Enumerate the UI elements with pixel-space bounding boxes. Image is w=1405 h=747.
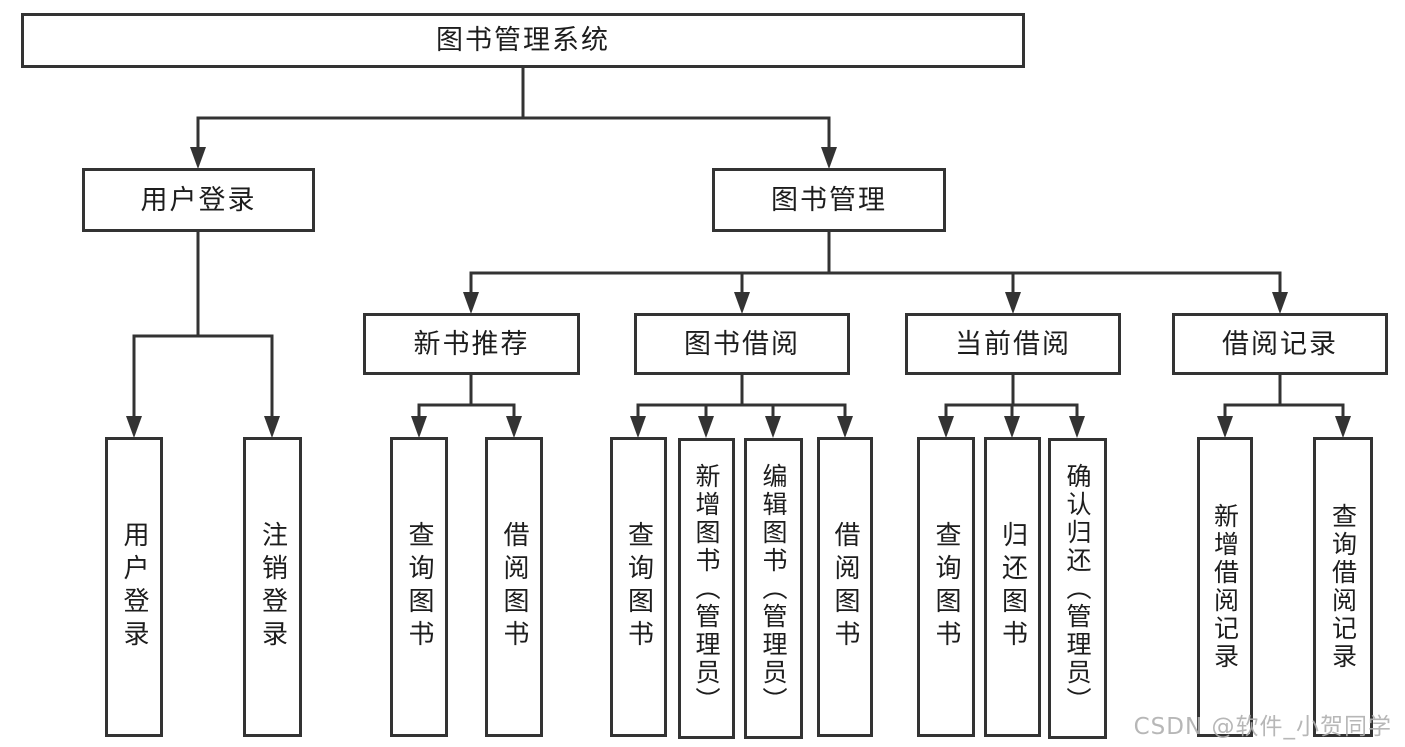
node-current-borrow: 当前借阅 xyxy=(905,313,1121,375)
node-new-book-recommend: 新书推荐 xyxy=(363,313,580,375)
node-borrow-records: 借阅记录 xyxy=(1172,313,1388,375)
watermark: CSDN @软件_小贺同学 xyxy=(1133,714,1392,740)
node-leaf-add-book-admin: 新增图书（管理员） xyxy=(678,438,735,739)
node-root: 图书管理系统 xyxy=(21,13,1025,68)
node-leaf-return-book: 归还图书 xyxy=(984,437,1041,737)
node-leaf-borrow-books-1: 借阅图书 xyxy=(485,437,543,737)
node-user-login: 用户登录 xyxy=(82,168,315,232)
node-leaf-confirm-return-admin: 确认归还（管理员） xyxy=(1048,438,1107,739)
node-leaf-edit-book-admin: 编辑图书（管理员） xyxy=(744,438,803,739)
node-leaf-query-borrow-record: 查询借阅记录 xyxy=(1313,437,1373,737)
node-book-borrow: 图书借阅 xyxy=(634,313,850,375)
node-leaf-query-books-3: 查询图书 xyxy=(917,437,975,737)
node-leaf-borrow-books-2: 借阅图书 xyxy=(817,437,873,737)
node-leaf-logout: 注销登录 xyxy=(243,437,302,737)
node-leaf-user-login: 用户登录 xyxy=(105,437,163,737)
node-leaf-add-borrow-record: 新增借阅记录 xyxy=(1197,437,1253,737)
node-leaf-query-books-2: 查询图书 xyxy=(610,437,667,737)
node-book-management: 图书管理 xyxy=(712,168,946,232)
node-leaf-query-books-1: 查询图书 xyxy=(390,437,448,737)
